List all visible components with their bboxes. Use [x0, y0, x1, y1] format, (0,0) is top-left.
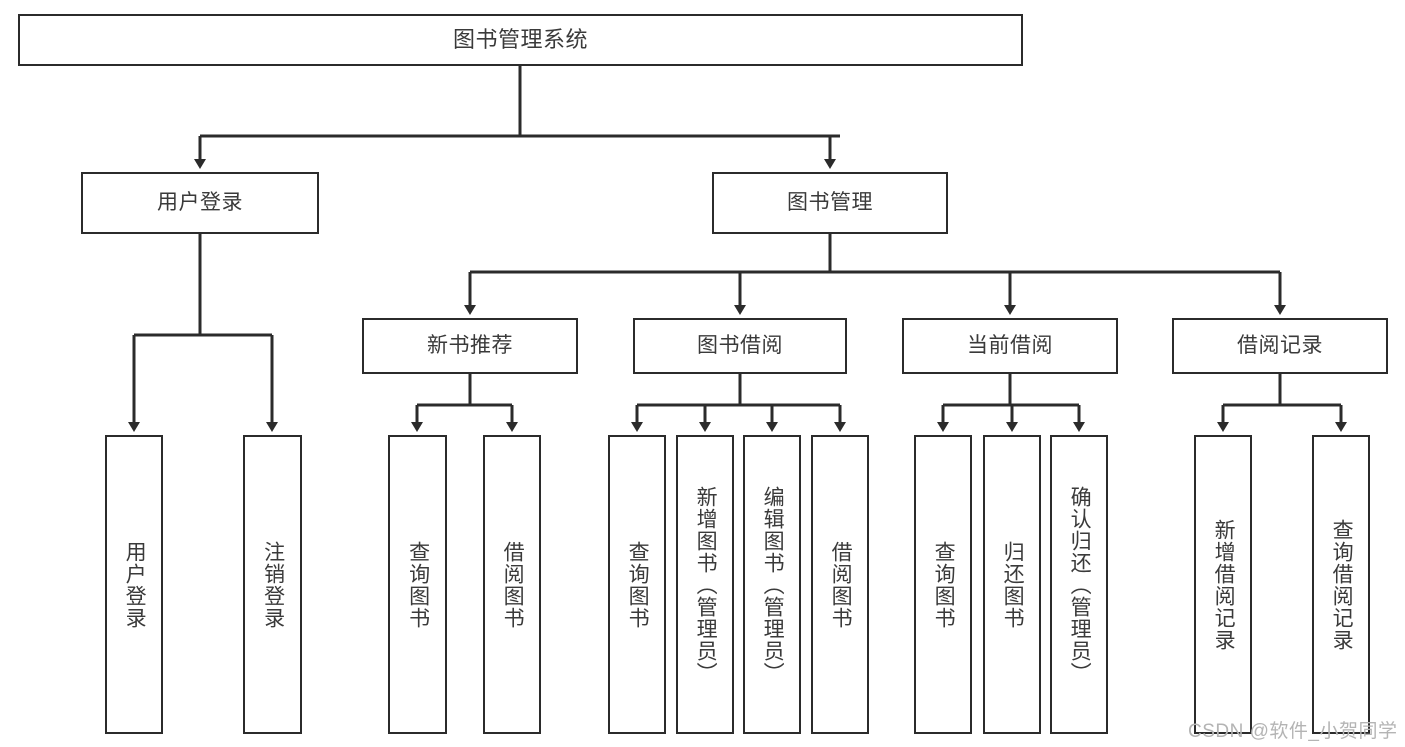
- leaf-query-book-current[interactable]: 查询图书: [914, 435, 972, 734]
- leaf-add-borrow-record-label: 新增借阅记录: [1212, 518, 1236, 651]
- node-user-login[interactable]: 用户登录: [81, 172, 319, 234]
- leaf-query-borrow-record-label: 查询借阅记录: [1330, 518, 1354, 651]
- watermark-text: CSDN @软件_小贺同学: [1188, 721, 1398, 742]
- node-borrow-records-label: 借阅记录: [1237, 333, 1323, 357]
- node-book-borrow-label: 图书借阅: [697, 333, 783, 357]
- leaf-edit-book-admin[interactable]: 编辑图书（管理员）: [743, 435, 801, 734]
- leaf-borrow-book-label: 借阅图书: [829, 540, 853, 629]
- leaf-add-book-admin-label: 新增图书（管理员）: [694, 485, 718, 684]
- node-current-borrow[interactable]: 当前借阅: [902, 318, 1118, 374]
- node-root-label: 图书管理系统: [452, 27, 588, 53]
- leaf-user-logout-label: 注销登录: [261, 540, 285, 629]
- leaf-confirm-return-admin-label: 确认归还（管理员）: [1068, 485, 1092, 684]
- leaf-borrow-book-recommend[interactable]: 借阅图书: [483, 435, 541, 734]
- node-current-borrow-label: 当前借阅: [967, 333, 1053, 357]
- leaf-add-borrow-record[interactable]: 新增借阅记录: [1194, 435, 1252, 734]
- node-book-borrow[interactable]: 图书借阅: [633, 318, 847, 374]
- node-new-book-recommend-label: 新书推荐: [427, 333, 513, 357]
- leaf-confirm-return-admin[interactable]: 确认归还（管理员）: [1050, 435, 1108, 734]
- node-user-login-label: 用户登录: [157, 190, 243, 214]
- leaf-query-book-recommend-label: 查询图书: [406, 540, 430, 629]
- leaf-query-borrow-record[interactable]: 查询借阅记录: [1312, 435, 1370, 734]
- leaf-return-book[interactable]: 归还图书: [983, 435, 1041, 734]
- node-borrow-records[interactable]: 借阅记录: [1172, 318, 1388, 374]
- leaf-borrow-book[interactable]: 借阅图书: [811, 435, 869, 734]
- node-new-book-recommend[interactable]: 新书推荐: [362, 318, 578, 374]
- node-book-management-label: 图书管理: [787, 190, 873, 214]
- node-root[interactable]: 图书管理系统: [18, 14, 1023, 66]
- leaf-borrow-book-recommend-label: 借阅图书: [501, 540, 525, 629]
- leaf-edit-book-admin-label: 编辑图书（管理员）: [761, 485, 785, 684]
- leaf-user-logout[interactable]: 注销登录: [243, 435, 302, 734]
- leaf-query-book-current-label: 查询图书: [932, 540, 956, 629]
- leaf-query-book-borrow-label: 查询图书: [626, 540, 650, 629]
- leaf-user-login-label: 用户登录: [123, 540, 147, 629]
- leaf-add-book-admin[interactable]: 新增图书（管理员）: [676, 435, 734, 734]
- leaf-user-login[interactable]: 用户登录: [105, 435, 163, 734]
- leaf-query-book-recommend[interactable]: 查询图书: [388, 435, 447, 734]
- leaf-query-book-borrow[interactable]: 查询图书: [608, 435, 666, 734]
- node-book-management[interactable]: 图书管理: [712, 172, 948, 234]
- leaf-return-book-label: 归还图书: [1001, 540, 1025, 629]
